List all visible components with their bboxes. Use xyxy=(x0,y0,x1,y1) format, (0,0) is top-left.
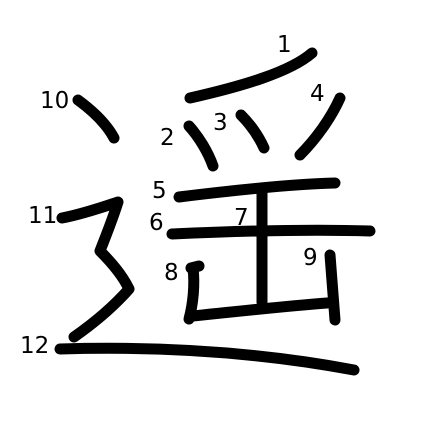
stroke-number-10: 10 xyxy=(40,88,69,114)
stroke-number-12: 12 xyxy=(20,333,49,359)
stroke-1 xyxy=(184,47,318,104)
stroke-number-3: 3 xyxy=(213,110,228,136)
stroke-12 xyxy=(54,342,360,376)
stroke-5 xyxy=(173,177,341,203)
stroke-number-6: 6 xyxy=(149,210,164,236)
stroke-number-8: 8 xyxy=(164,260,179,286)
stroke-number-7: 7 xyxy=(234,205,249,231)
stroke-number-5: 5 xyxy=(152,178,167,204)
stroke-number-11: 11 xyxy=(28,203,57,229)
stroke-number-9: 9 xyxy=(303,245,318,271)
stroke-10 xyxy=(72,94,120,144)
stroke-3 xyxy=(235,109,270,154)
stroke-9 xyxy=(185,249,341,326)
stroke-number-1: 1 xyxy=(277,32,292,58)
stroke-4 xyxy=(294,92,346,161)
stroke-2 xyxy=(183,120,219,172)
stroke-number-4: 4 xyxy=(310,81,325,107)
stroke-6 xyxy=(166,224,376,240)
stroke-number-2: 2 xyxy=(160,125,175,151)
stroke-11 xyxy=(56,196,135,343)
